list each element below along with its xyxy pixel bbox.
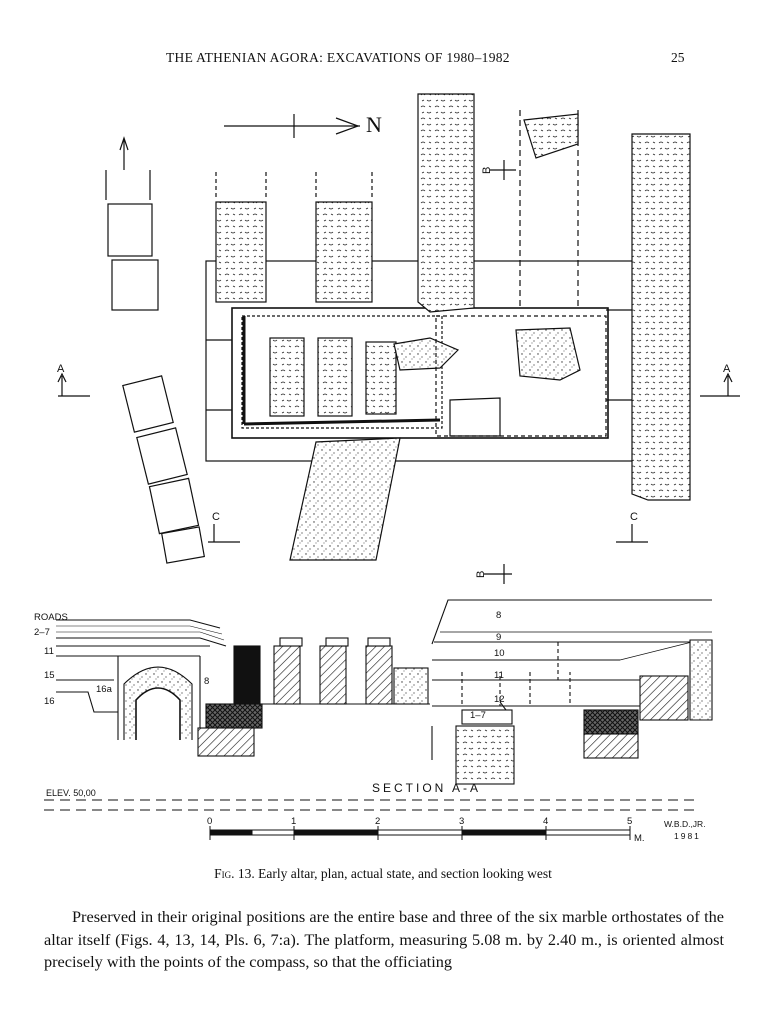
drafting-year: 1981 — [674, 831, 701, 841]
layer-11-right-label: 11 — [494, 670, 504, 681]
roads-label: ROADS — [34, 612, 68, 623]
north-wall-strip — [417, 93, 475, 313]
drafter-credit: W.B.D.,JR. — [664, 819, 706, 829]
section-labels: ROADS 2–7 11 15 16 16a 8 8 9 10 11 12 1–… — [34, 610, 505, 798]
orthostate-2 — [317, 337, 353, 417]
scale-tick-0: 0 — [207, 816, 212, 827]
layer-2-7-label: 2–7 — [34, 627, 50, 638]
scale-tick-5: 5 — [627, 816, 632, 827]
left-column-blocks — [105, 136, 206, 564]
layer-11-left-label: 11 — [44, 646, 54, 657]
altar-base — [231, 307, 609, 439]
layer-8-top-label: 8 — [496, 610, 501, 621]
plan-section-labels: A A B B C C — [57, 167, 731, 578]
section-title: SECTION A-A — [372, 781, 481, 795]
section-b-bottom-label: B — [475, 571, 487, 578]
layer-12-label: 12 — [494, 694, 505, 705]
orthostate-3 — [365, 341, 397, 415]
figure-13: N — [0, 80, 766, 860]
page-number: 25 — [671, 50, 685, 65]
scale-tick-3: 3 — [459, 816, 464, 827]
south-slab — [289, 437, 401, 561]
north-label: N — [366, 112, 382, 137]
layer-1-7-label: 1–7 — [470, 710, 486, 721]
scale-bar-labels: 0 1 2 3 4 5 M. W.B.D.,JR. 1981 — [207, 816, 706, 844]
layer-8-left-label: 8 — [204, 676, 209, 687]
section-a-right-label: A — [723, 363, 731, 375]
scale-tick-4: 4 — [543, 816, 548, 827]
section-a-left-label: A — [57, 363, 65, 375]
scale-unit: M. — [634, 833, 645, 844]
figure-caption: Fig. 13. Early altar, plan, actual state… — [0, 866, 766, 882]
north-arrow — [224, 114, 360, 138]
section-b-top-label: B — [481, 167, 493, 174]
plan-view: N — [57, 93, 740, 584]
layer-16-label: 16 — [44, 696, 55, 707]
section-c-left-label: C — [212, 511, 220, 523]
layer-15-label: 15 — [44, 670, 55, 681]
figure-label: Fig. 13. — [214, 866, 255, 881]
layer-16a-label: 16a — [96, 684, 113, 695]
body-paragraph: Preserved in their original positions ar… — [44, 907, 724, 971]
scale-tick-1: 1 — [291, 816, 296, 827]
east-wall-strip — [631, 133, 691, 501]
running-title: THE ATHENIAN AGORA: EXCAVATIONS OF 1980–… — [166, 50, 510, 65]
running-head: THE ATHENIAN AGORA: EXCAVATIONS OF 1980–… — [0, 50, 766, 72]
caption-text: Early altar, plan, actual state, and sec… — [258, 866, 552, 881]
scale-tick-2: 2 — [375, 816, 380, 827]
section-c-right-label: C — [630, 511, 638, 523]
section-view — [44, 599, 713, 811]
layer-9-label: 9 — [496, 632, 501, 643]
orthostate-west-section — [233, 645, 261, 705]
altar-drawing: N — [34, 93, 740, 844]
scale-bar — [209, 826, 631, 840]
elevation-label: ELEV. 50,00 — [46, 788, 96, 798]
orthostate-1 — [269, 337, 305, 417]
layer-10-label: 10 — [494, 648, 505, 659]
